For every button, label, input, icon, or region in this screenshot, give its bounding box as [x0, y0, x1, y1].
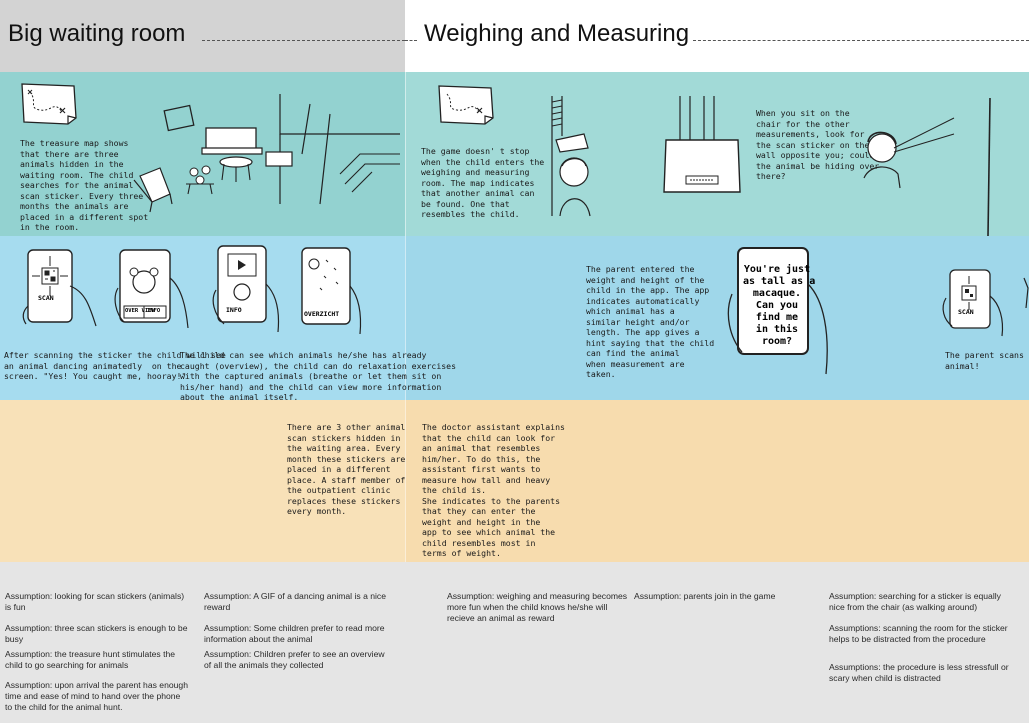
- scale-sketch: [663, 96, 741, 193]
- section-divider: [405, 72, 406, 562]
- row-assumptions: [0, 562, 1029, 723]
- header-dash-connector: [405, 40, 417, 41]
- assumption-1-3: Assumption: the treasure hunt stimulates…: [5, 649, 176, 670]
- overview-label: OVER VIEW: [125, 308, 155, 314]
- header-dash-right: [693, 40, 1029, 41]
- row-staff-right: [405, 400, 1029, 562]
- scan-caption: After scanning the sticker the child wil…: [4, 350, 226, 381]
- overview-caption: The child can see which animals he/she h…: [180, 350, 457, 402]
- scan-label: SCAN: [38, 294, 54, 302]
- treasure-map-icon: [21, 83, 77, 125]
- phone-scan-sketch: [22, 249, 97, 327]
- doctor-assistant-text: The doctor assistant explains that the c…: [422, 422, 565, 558]
- assumption-5-2: Assumptions: scanning the room for the s…: [829, 623, 1008, 644]
- waiting-room-title: Big waiting room: [8, 20, 186, 47]
- weighing-scenario-text: The game doesn' t stop when the child en…: [421, 146, 545, 219]
- info-tab-label: INFO: [147, 308, 161, 314]
- assumption-2-3: Assumption: Children prefer to see an ov…: [204, 649, 385, 670]
- hint-speech: You're just as tall as a macaque. Can yo…: [743, 264, 815, 347]
- header-weighing: Weighing and Measuring: [405, 0, 1029, 72]
- phone-scan-sketch-2: [942, 269, 1029, 337]
- phone-hint-sketch: [727, 247, 828, 375]
- treasure-map-icon-2: [438, 85, 494, 125]
- assumption-4-1: Assumption: parents join in the game: [634, 591, 776, 601]
- parent-scans-caption: The parent scans anot animal!: [945, 350, 1029, 371]
- info-label: INFO: [226, 306, 242, 314]
- assumption-2-2: Assumption: Some children prefer to read…: [204, 623, 385, 644]
- row-app-right: [405, 236, 1029, 400]
- child-looking-sketch: [863, 97, 991, 237]
- weighing-title: Weighing and Measuring: [424, 20, 690, 47]
- chair-scenario-text: When you sit on the chair for the other …: [756, 108, 880, 181]
- waiting-scenario-text: The treasure map shows that there are th…: [20, 138, 149, 232]
- parent-caption: The parent entered the weight and height…: [586, 264, 715, 379]
- assumption-1-4: Assumption: upon arrival the parent has …: [5, 680, 188, 712]
- overzicht-label: OVERZICHT: [304, 310, 340, 318]
- phone-overview-sketch: [114, 249, 189, 329]
- assumption-3-1: Assumption: weighing and measuring becom…: [447, 591, 628, 623]
- header-waiting-room: Big waiting room: [0, 0, 405, 72]
- assumption-5-1: Assumption: searching for a sticker is e…: [829, 591, 1001, 612]
- stickers-staff-text: There are 3 other animal scan stickers h…: [287, 422, 406, 516]
- assumption-2-1: Assumption: A GIF of a dancing animal is…: [204, 591, 386, 612]
- assumption-1-2: Assumption: three scan stickers is enoug…: [5, 623, 188, 644]
- header-dash-left: [202, 40, 405, 41]
- phone-info-sketch: [212, 245, 280, 333]
- assumption-1-1: Assumption: looking for scan stickers (a…: [5, 591, 185, 612]
- waiting-room-sketch: [133, 94, 400, 213]
- scan-label-2: SCAN: [958, 308, 974, 316]
- phone-overzicht-sketch: [301, 247, 362, 335]
- height-measure-sketch: [551, 96, 591, 217]
- assumption-5-3: Assumptions: the procedure is less stres…: [829, 662, 1009, 683]
